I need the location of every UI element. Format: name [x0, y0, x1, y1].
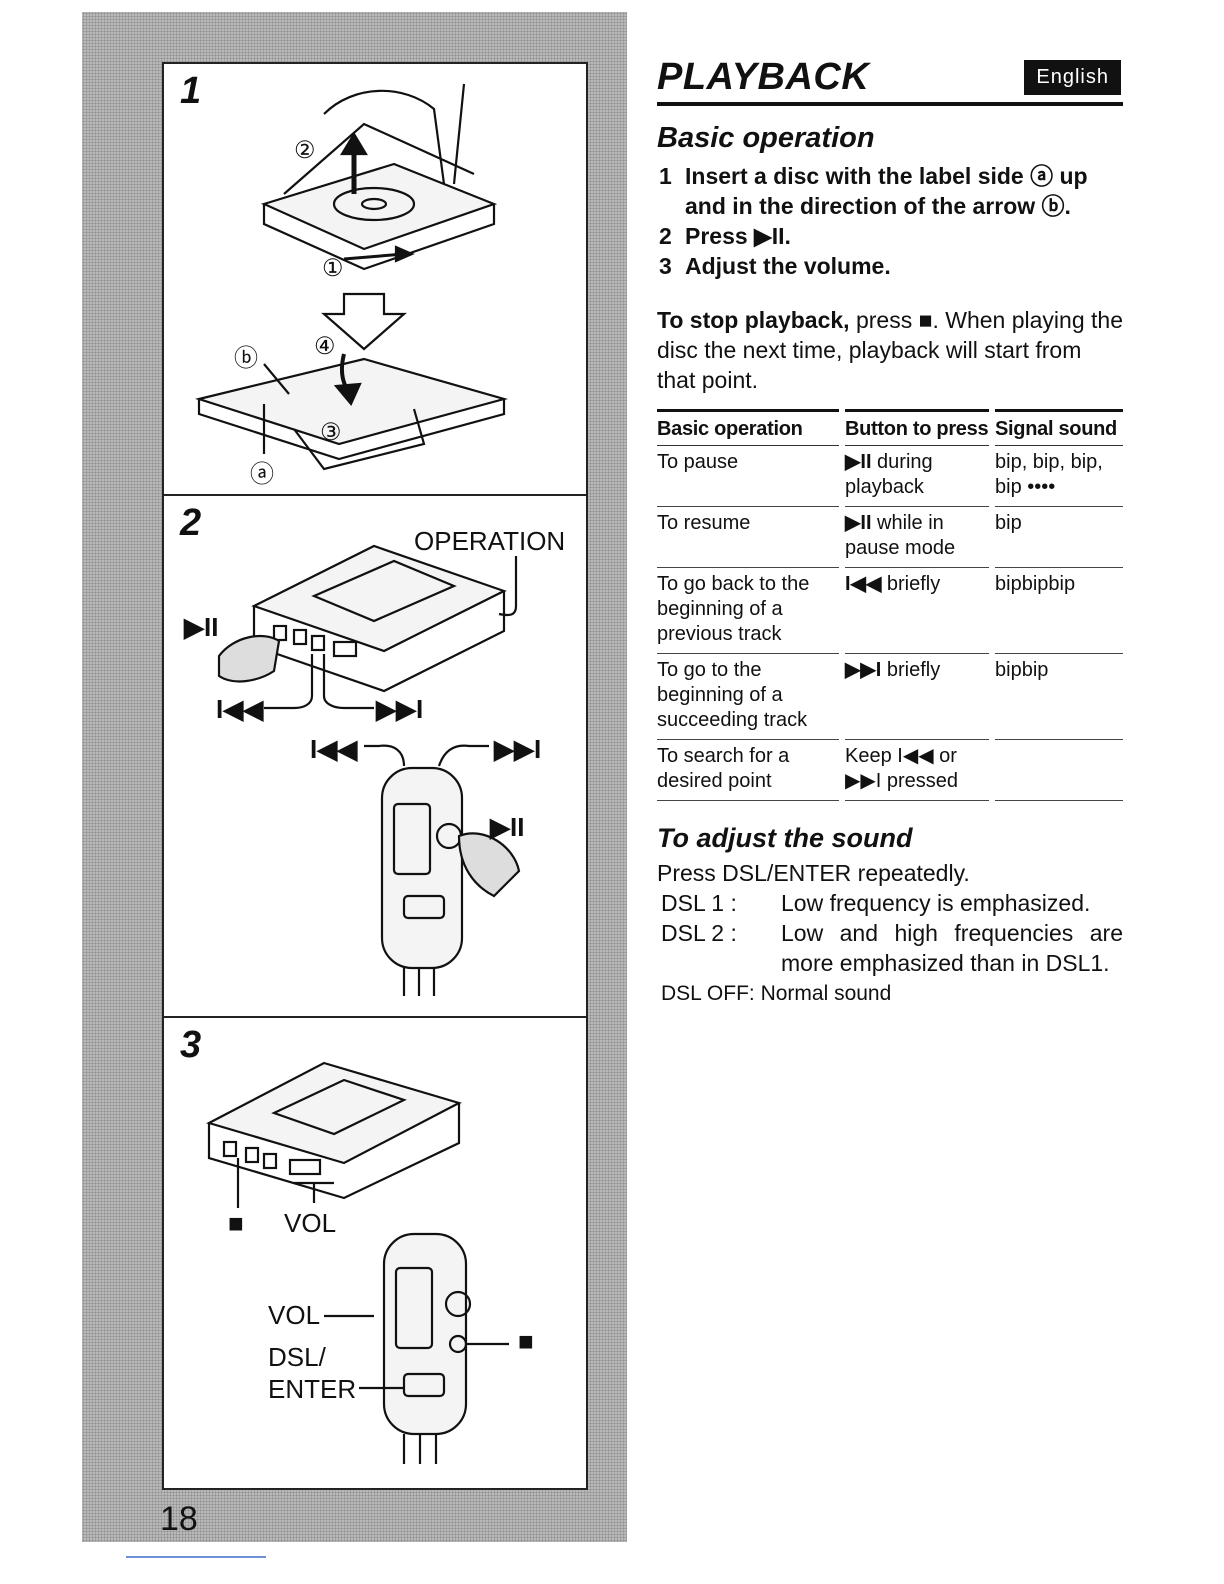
cell-operation: To search for a desired point [657, 740, 839, 801]
prev-symbol: I◀◀ [216, 694, 264, 724]
cell-operation: To pause [657, 446, 839, 507]
cell-sound: bip [995, 507, 1123, 568]
callout-4: ④ [314, 333, 336, 360]
remote-prev-symbol: I◀◀ [310, 734, 358, 764]
cell-button: ▶II during playback [845, 446, 989, 507]
disc-insert-illustration [194, 83, 509, 471]
callout-b: ⓑ [234, 345, 258, 372]
cell-operation: To go back to the beginning of a previou… [657, 568, 839, 654]
dsl-mode-item: DSL 1 : Low frequency is emphasized. [661, 890, 1091, 916]
remote-next-symbol: ▶▶I [494, 734, 542, 764]
figure-step-number: 2 [180, 502, 202, 544]
play-pause-symbol: ▶II [184, 612, 219, 642]
page-title: PLAYBACK [657, 56, 870, 98]
cell-sound [995, 740, 1123, 801]
figure-step-3: 3 ■ VOL VOL ■ DSL/ ENTER [162, 1016, 588, 1490]
figure-step-number: 3 [180, 1024, 202, 1066]
page-header: PLAYBACK English [657, 52, 1123, 106]
cell-button: I◀◀ briefly [845, 568, 989, 654]
operations-table: Basic operation Button to press Signal s… [651, 409, 1129, 801]
cell-operation: To go to the beginning of a succeeding t… [657, 654, 839, 740]
stop-symbol: ■ [228, 1208, 244, 1238]
cell-sound: bip, bip, bip, bip •••• [995, 446, 1123, 507]
dsl-mode-item: DSL 2 : Low and high frequencies are mor… [661, 920, 1123, 976]
table-row: To go back to the beginning of a previou… [657, 568, 1123, 654]
cell-button: ▶II while in pause mode [845, 507, 989, 568]
column-header: Button to press [845, 409, 989, 446]
cell-button: Keep I◀◀ or ▶▶I pressed [845, 740, 989, 801]
vol-label: VOL [284, 1208, 337, 1238]
table-row: To resume ▶II while in pause mode bip [657, 507, 1123, 568]
cell-sound: bipbip [995, 654, 1123, 740]
next-symbol: ▶▶I [376, 694, 424, 724]
figure-step-1: 1 [162, 62, 588, 496]
column-header: Basic operation [657, 409, 839, 446]
remote-vol-label: VOL [268, 1300, 321, 1330]
remote-play-pause-symbol: ▶II [490, 812, 525, 842]
volume-controls-illustration [206, 1061, 509, 1464]
callout-a: ⓐ [250, 461, 274, 488]
stop-playback-paragraph: To stop playback, press ■. When playing … [657, 307, 1123, 393]
adjust-sound-heading: To adjust the sound [657, 823, 913, 853]
language-badge: English [1024, 60, 1121, 95]
table-header-row: Basic operation Button to press Signal s… [657, 409, 1123, 446]
dsl-label: DSL/ [268, 1342, 326, 1372]
operation-label: OPERATION [414, 526, 566, 556]
table-row: To pause ▶II during playback bip, bip, b… [657, 446, 1123, 507]
page-number: 18 [160, 1500, 198, 1538]
remote-stop-symbol: ■ [518, 1326, 534, 1356]
callout-3: ③ [320, 419, 342, 446]
adjust-sound-intro: Press DSL/ENTER repeatedly. [657, 860, 970, 886]
figure-step-2: 2 OPERA [162, 494, 588, 1018]
figure-step-number: 1 [180, 70, 202, 112]
table-row: To search for a desired point Keep I◀◀ o… [657, 740, 1123, 801]
cell-sound: bipbipbip [995, 568, 1123, 654]
play-buttons-illustration [217, 544, 521, 996]
basic-operation-heading: Basic operation [657, 122, 875, 154]
column-header: Signal sound [995, 409, 1123, 446]
callout-1: ① [322, 255, 344, 282]
enter-label: ENTER [268, 1374, 357, 1404]
callout-2: ② [294, 137, 316, 164]
table-row: To go to the beginning of a succeeding t… [657, 654, 1123, 740]
bottom-rule [126, 1556, 266, 1558]
dsl-off-item: DSL OFF: Normal sound [661, 982, 892, 1005]
cell-operation: To resume [657, 507, 839, 568]
cell-button: ▶▶I briefly [845, 654, 989, 740]
